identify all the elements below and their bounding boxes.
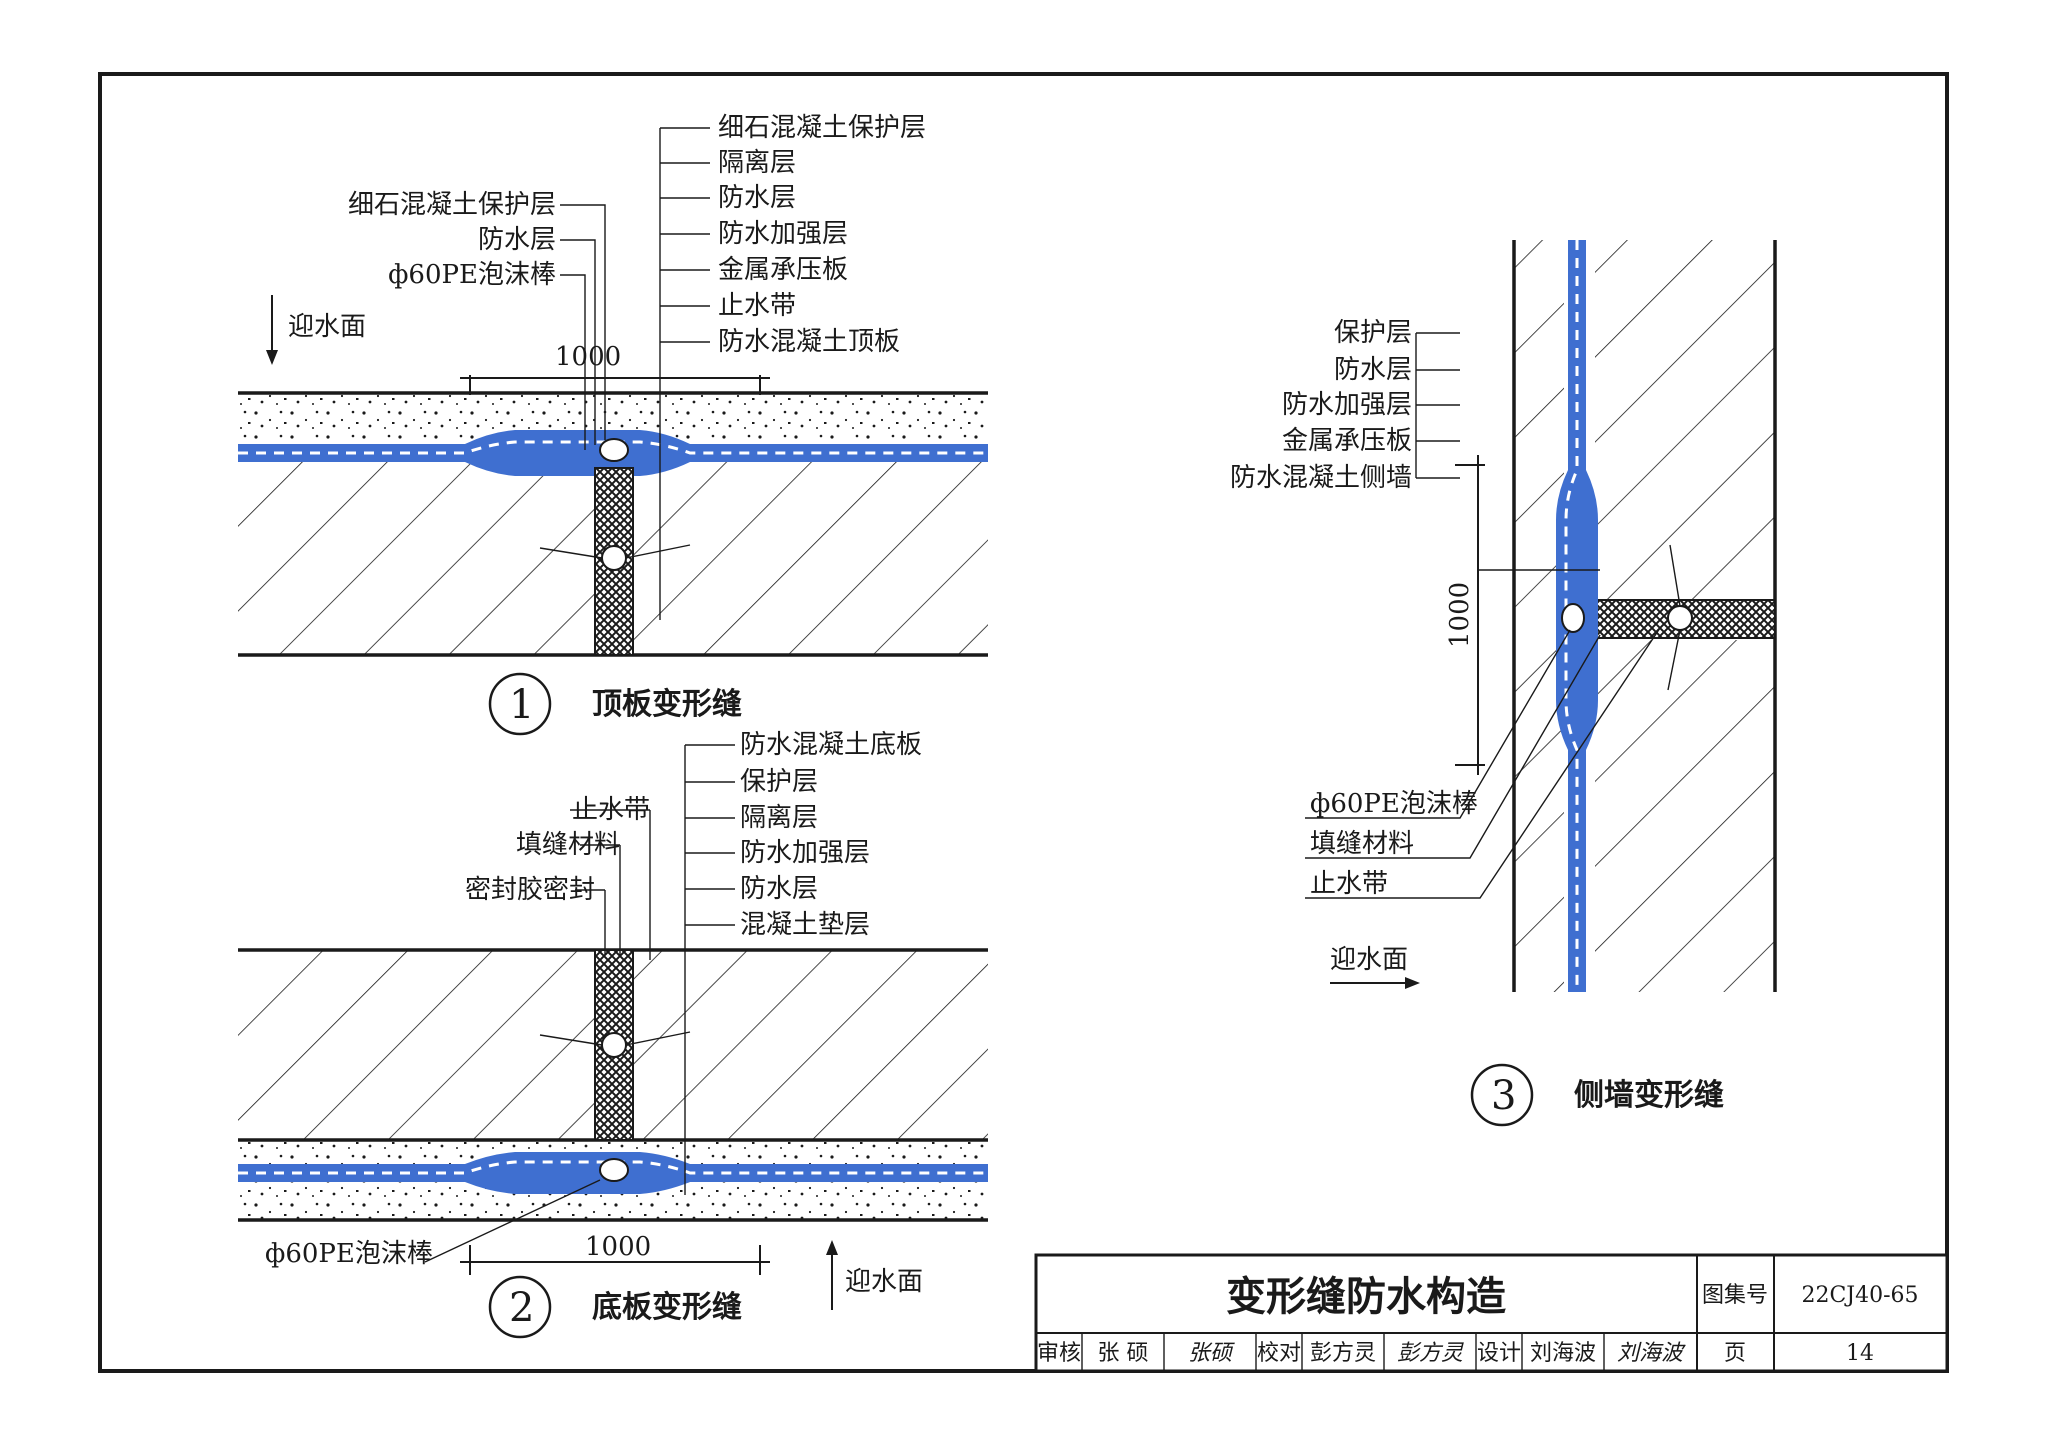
- detail-3-direction-label: 迎水面: [1330, 945, 1408, 975]
- detail-2-right-labels: 防水混凝土底板 保护层 隔离层 防水加强层 防水层 混凝土垫层: [685, 730, 922, 940]
- atlas-label: 图集号: [1702, 1283, 1768, 1308]
- detail-2-right-label-4: 防水加强层: [740, 838, 870, 868]
- detail-2-pe-foam-rod: [599, 1158, 629, 1182]
- detail-1-waterstop-bulb: [601, 545, 627, 571]
- detail-1-right-label-6: 止水带: [718, 291, 796, 321]
- detail-3-lower-label-1: ф60PE泡沫棒: [1310, 789, 1478, 819]
- detail-1-direction-label: 迎水面: [288, 312, 366, 342]
- detail-1-right-labels: 细石混凝土保护层 隔离层 防水层 防水加强层 金属承压板 止水带 防水混凝土顶板: [660, 113, 926, 357]
- detail-3-upper-label-1: 保护层: [1334, 318, 1412, 348]
- detail-3-upper-label-4: 金属承压板: [1282, 426, 1412, 456]
- review-label: 审核: [1037, 1341, 1081, 1366]
- page-label: 页: [1724, 1341, 1746, 1366]
- detail-1-right-label-3: 防水层: [718, 183, 796, 213]
- detail-1-right-label-5: 金属承压板: [718, 255, 848, 285]
- detail-1-left-labels: 细石混凝土保护层 防水层 ф60PE泡沫棒: [348, 190, 556, 290]
- detail-1-right-label-2: 隔离层: [718, 148, 796, 178]
- detail-2-waterstop-bulb: [601, 1032, 627, 1058]
- detail-2-right-label-1: 防水混凝土底板: [740, 730, 922, 760]
- detail-3-pe-foam-rod: [1561, 603, 1585, 633]
- atlas-number: 22CJ40-65: [1801, 1283, 1918, 1308]
- detail-2-left-label-2: 填缝材料: [516, 830, 620, 860]
- detail-3-upper-label-2: 防水层: [1334, 355, 1412, 385]
- detail-3-upper-label-3: 防水加强层: [1282, 390, 1412, 420]
- detail-1-right-label-1: 细石混凝土保护层: [718, 113, 926, 143]
- detail-2-left-label-3: 密封胶密封: [465, 875, 595, 905]
- checker-name: 彭方灵: [1310, 1341, 1376, 1366]
- detail-2-left-label-1: 止水带: [572, 795, 650, 825]
- detail-1-left-label-3: ф60PE泡沫棒: [388, 260, 556, 290]
- detail-2-number: 2: [509, 1285, 534, 1331]
- checker-signature: 彭方灵: [1397, 1341, 1464, 1366]
- detail-3-side-wall: 1000 保护层 防水层 防水加强层 金属承压板 防水混凝土侧墙 ф60PE泡沫…: [1230, 240, 1777, 1127]
- detail-2-right-label-5: 防水层: [740, 874, 818, 904]
- detail-2-right-label-2: 保护层: [740, 767, 818, 797]
- detail-1-right-label-7: 防水混凝土顶板: [718, 327, 900, 357]
- detail-2-bottom-slab: 1000 迎水面 ф60PE泡沫棒 止水带 填缝材料 密封胶密封 防水混凝土底板…: [238, 730, 988, 1339]
- detail-1-dimension: 1000: [555, 342, 621, 372]
- drawing-title: 变形缝防水构造: [1226, 1274, 1506, 1320]
- detail-3-lower-label-3: 止水带: [1310, 869, 1388, 899]
- detail-1-right-label-4: 防水加强层: [718, 219, 848, 249]
- detail-2-right-label-3: 隔离层: [740, 803, 818, 833]
- detail-2-left-labels: 止水带 填缝材料 密封胶密封: [465, 795, 650, 905]
- detail-1-roof-slab: 1000 迎水面 细石混凝土保护层 防水层 ф60PE泡沫棒 细石混凝土保护层 …: [238, 113, 988, 736]
- detail-3-upper-labels: 保护层 防水层 防水加强层 金属承压板 防水混凝土侧墙: [1230, 318, 1460, 493]
- detail-3-dimension: 1000: [1445, 582, 1475, 648]
- detail-3-title: 侧墙变形缝: [1574, 1078, 1724, 1113]
- detail-2-right-label-6: 混凝土垫层: [740, 910, 870, 940]
- detail-1-left-label-2: 防水层: [478, 225, 556, 255]
- page-number: 14: [1846, 1341, 1874, 1366]
- detail-3-lower-labels: ф60PE泡沫棒 填缝材料 止水带: [1305, 627, 1661, 899]
- detail-3-lower-label-2: 填缝材料: [1310, 829, 1414, 859]
- detail-3-number: 3: [1491, 1073, 1516, 1119]
- designer-signature: 刘海波: [1617, 1341, 1686, 1366]
- detail-3-wall-upper: [1595, 240, 1775, 600]
- detail-1-pe-foam-rod: [599, 438, 629, 462]
- design-label: 设计: [1477, 1341, 1521, 1366]
- title-block: 变形缝防水构造 图集号 22CJ40-65 审核 张 硕 张硕 校对 彭方灵 彭…: [1034, 1253, 1949, 1373]
- detail-3-upper-label-5: 防水混凝土侧墙: [1230, 463, 1412, 493]
- detail-1-number: 1: [509, 682, 534, 728]
- detail-2-title: 底板变形缝: [592, 1290, 742, 1325]
- detail-2-direction-label: 迎水面: [845, 1267, 923, 1297]
- detail-3-wall-lower: [1595, 640, 1775, 992]
- designer-name: 刘海波: [1530, 1341, 1596, 1366]
- sheet-border: [98, 72, 1949, 1373]
- reviewer-signature: 张硕: [1188, 1341, 1235, 1366]
- detail-2-foam-label: ф60PE泡沫棒: [265, 1239, 433, 1269]
- detail-1-title: 顶板变形缝: [592, 687, 742, 722]
- detail-3-protection-layer: [1514, 240, 1564, 992]
- reviewer-name: 张 硕: [1098, 1341, 1149, 1366]
- check-label: 校对: [1257, 1341, 1301, 1366]
- detail-1-left-label-1: 细石混凝土保护层: [348, 190, 556, 220]
- detail-3-waterstop-bulb: [1667, 605, 1693, 631]
- detail-2-dimension: 1000: [585, 1232, 651, 1262]
